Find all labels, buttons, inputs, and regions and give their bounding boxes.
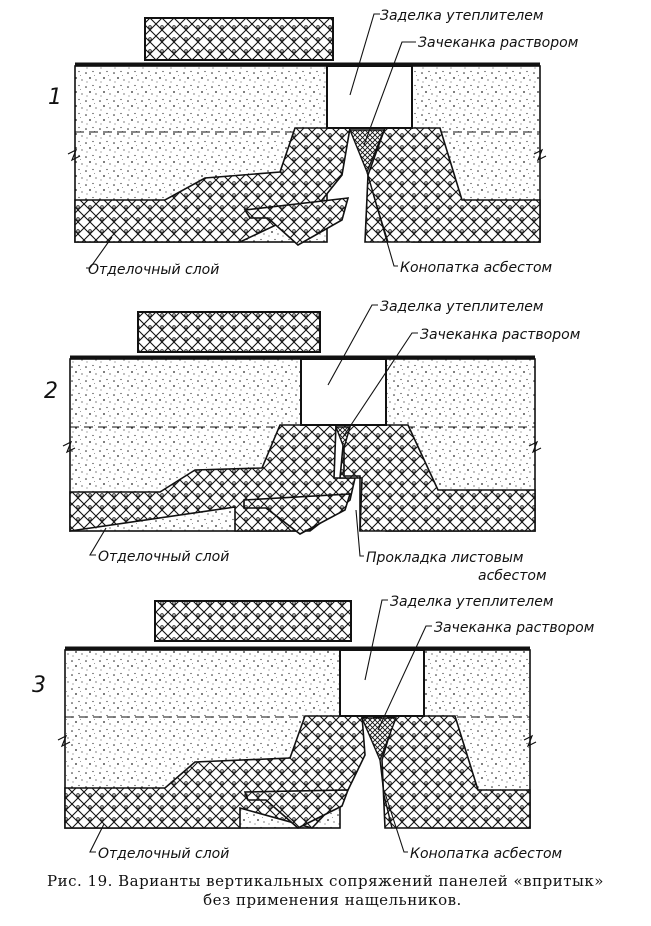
leader-seal-2: [355, 509, 364, 557]
label-finish-2: Отделочный слой: [98, 549, 229, 565]
label-finish-1: Отделочный слой: [88, 262, 219, 278]
insulation-fill: [326, 65, 413, 129]
break-mark-left: [62, 440, 76, 454]
label-insulation-2: Заделка утеплителем: [380, 299, 544, 315]
joint-diagram-2: 2 Заделка утеплителем Зачеканка растворо…: [44, 299, 581, 584]
break-mark-right: [523, 734, 537, 748]
joint-key: [243, 197, 350, 246]
break-mark-left: [57, 734, 71, 748]
top-slab: [154, 600, 352, 642]
label-mortar-3: Зачеканка раствором: [434, 620, 595, 636]
leader-finish-2: [89, 527, 107, 556]
insulation-fill: [339, 649, 425, 717]
joint-diagram-3: 3 Заделка утеплителем Зачеканка растворо…: [32, 594, 595, 862]
joint-key: [243, 789, 350, 829]
right-finish-layer: [339, 424, 536, 532]
label-mortar-1: Зачеканка раствором: [418, 35, 579, 51]
label-seal-2-line1: Прокладка листовым: [366, 550, 524, 566]
leader-seal-3: [383, 789, 408, 853]
leader-mortar-2: [342, 332, 418, 438]
label-seal-1: Конопатка асбестом: [400, 260, 553, 276]
insulation-fill: [300, 358, 387, 426]
label-finish-3: Отделочный слой: [98, 846, 229, 862]
leader-seal-1: [371, 189, 398, 267]
leader-mortar-3: [377, 625, 432, 731]
right-finish-layer: [364, 127, 541, 243]
joint-key: [243, 493, 352, 535]
label-mortar-2: Зачеканка раствором: [420, 327, 581, 343]
asbestos-seal-line: [379, 759, 393, 829]
break-mark-right: [533, 148, 547, 162]
label-seal-2-line2: асбестом: [478, 568, 547, 584]
diagram-number-1: 1: [48, 85, 62, 110]
top-slab: [137, 311, 321, 353]
break-mark-left: [67, 148, 81, 162]
leader-insulation-1: [349, 13, 380, 96]
caption-line-2: без применения нащельников.: [203, 891, 462, 909]
leader-finish-1: [86, 236, 113, 269]
right-finish-layer: [381, 715, 531, 829]
label-insulation-1: Заделка утеплителем: [380, 8, 544, 24]
mortar-caulking: [348, 129, 386, 174]
asbestos-sheet-line: [343, 448, 361, 531]
diagram-number-3: 3: [32, 673, 46, 698]
leader-insulation-3: [364, 599, 388, 681]
panel-joint-diagrams: 1 Заделка утеплителем Зачеканка растворо…: [32, 8, 595, 862]
mortar-caulking: [360, 717, 398, 762]
joint-diagram-1: 1 Заделка утеплителем Зачеканка растворо…: [48, 8, 579, 278]
caption-line-1: Рис. 19. Варианты вертикальных сопряжени…: [47, 872, 604, 890]
top-slab: [144, 17, 334, 61]
break-mark-right: [528, 440, 542, 454]
leader-insulation-2: [327, 304, 378, 386]
figure-caption: Рис. 19. Варианты вертикальных сопряжени…: [0, 872, 651, 910]
leader-mortar-1: [363, 41, 416, 146]
leader-finish-3: [89, 823, 105, 853]
diagram-number-2: 2: [44, 379, 58, 404]
label-insulation-3: Заделка утеплителем: [390, 594, 554, 610]
label-seal-3: Конопатка асбестом: [410, 846, 563, 862]
